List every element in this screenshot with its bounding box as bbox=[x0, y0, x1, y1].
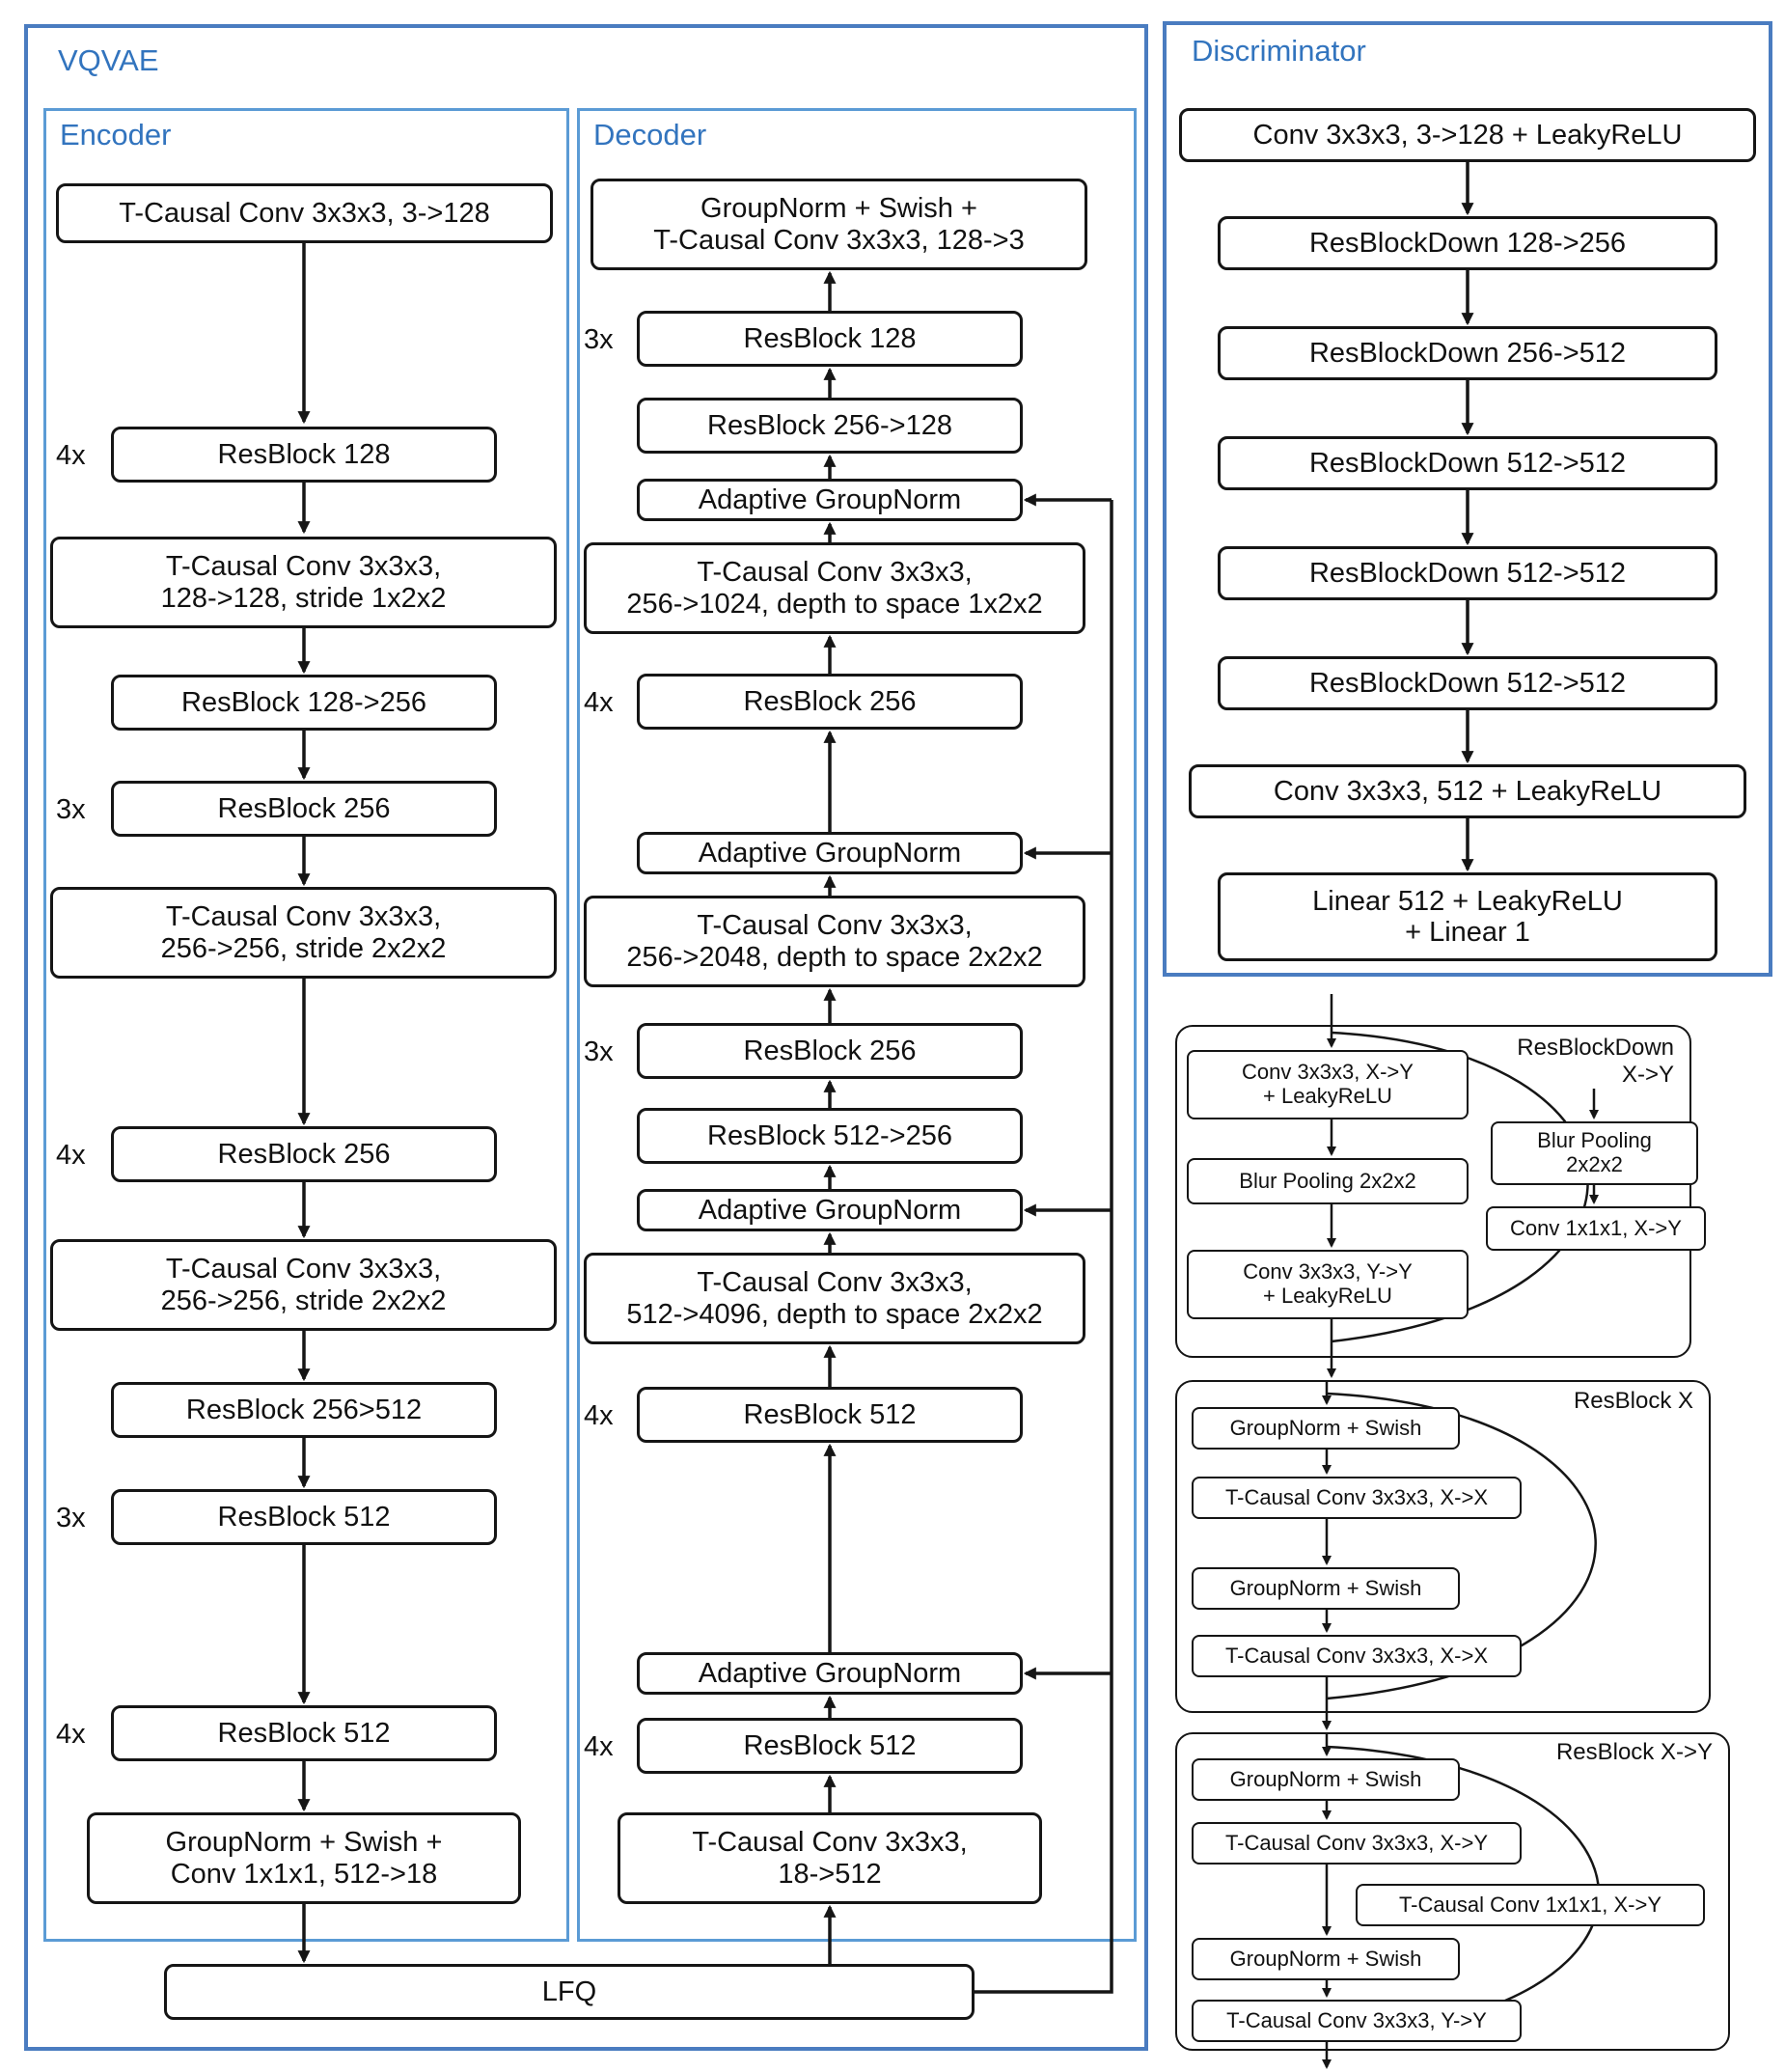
detail-block: GroupNorm + Swish bbox=[1192, 1407, 1460, 1450]
encoder-block: GroupNorm + Swish + Conv 1x1x1, 512->18 bbox=[87, 1812, 521, 1904]
encoder-block: ResBlock 256 bbox=[111, 781, 497, 837]
multiplier-label: 3x bbox=[56, 1503, 86, 1533]
detail-block: T-Causal Conv 3x3x3, Y->Y bbox=[1192, 2000, 1522, 2042]
decoder-block: ResBlock 256 bbox=[637, 674, 1023, 730]
encoder-block: T-Causal Conv 3x3x3, 256->256, stride 2x… bbox=[50, 1239, 557, 1331]
resblock-x-detail-frame bbox=[1175, 1380, 1711, 1713]
decoder-title: Decoder bbox=[593, 118, 707, 152]
detail-block: Blur Pooling 2x2x2 bbox=[1491, 1121, 1698, 1185]
detail-block: Conv 3x3x3, X->Y + LeakyReLU bbox=[1187, 1050, 1469, 1119]
encoder-block: ResBlock 512 bbox=[111, 1705, 497, 1761]
discriminator-block: Linear 512 + LeakyReLU + Linear 1 bbox=[1218, 872, 1717, 961]
resblockdown-detail-frame bbox=[1175, 1025, 1691, 1358]
detail-block: T-Causal Conv 1x1x1, X->Y bbox=[1356, 1884, 1705, 1926]
encoder-block: ResBlock 512 bbox=[111, 1489, 497, 1545]
discriminator-block: ResBlockDown 512->512 bbox=[1218, 546, 1717, 600]
discriminator-block: ResBlockDown 512->512 bbox=[1218, 656, 1717, 710]
discriminator-frame bbox=[1163, 21, 1772, 977]
multiplier-label: 3x bbox=[584, 324, 614, 355]
decoder-block: ResBlock 256 bbox=[637, 1023, 1023, 1079]
discriminator-block: Conv 3x3x3, 3->128 + LeakyReLU bbox=[1179, 108, 1756, 162]
multiplier-label: 4x bbox=[584, 687, 614, 718]
decoder-block: ResBlock 256->128 bbox=[637, 398, 1023, 454]
detail-block: GroupNorm + Swish bbox=[1192, 1758, 1460, 1801]
vqvae-title: VQVAE bbox=[58, 43, 159, 77]
decoder-block: GroupNorm + Swish + T-Causal Conv 3x3x3,… bbox=[590, 179, 1087, 270]
lfq-block: LFQ bbox=[164, 1964, 975, 2020]
decoder-block: ResBlock 512->256 bbox=[637, 1108, 1023, 1164]
multiplier-label: 4x bbox=[56, 1140, 86, 1171]
encoder-block: T-Causal Conv 3x3x3, 256->256, stride 2x… bbox=[50, 887, 557, 979]
encoder-block: T-Causal Conv 3x3x3, 3->128 bbox=[56, 183, 553, 243]
detail-block: T-Causal Conv 3x3x3, X->X bbox=[1192, 1477, 1522, 1519]
encoder-block: ResBlock 128->256 bbox=[111, 675, 497, 731]
encoder-block: ResBlock 256>512 bbox=[111, 1382, 497, 1438]
decoder-frame bbox=[577, 108, 1137, 1942]
decoder-block: T-Causal Conv 3x3x3, 18->512 bbox=[618, 1812, 1042, 1904]
detail-block: Conv 3x3x3, Y->Y + LeakyReLU bbox=[1187, 1250, 1469, 1319]
encoder-frame bbox=[43, 108, 569, 1942]
encoder-block: ResBlock 128 bbox=[111, 427, 497, 483]
detail-block: Blur Pooling 2x2x2 bbox=[1187, 1158, 1469, 1204]
adaptive-groupnorm-block: Adaptive GroupNorm bbox=[637, 832, 1023, 874]
resblock-xy-detail-frame bbox=[1175, 1732, 1730, 2051]
adaptive-groupnorm-block: Adaptive GroupNorm bbox=[637, 1189, 1023, 1231]
detail-block: GroupNorm + Swish bbox=[1192, 1938, 1460, 1980]
multiplier-label: 4x bbox=[584, 1400, 614, 1431]
discriminator-block: Conv 3x3x3, 512 + LeakyReLU bbox=[1189, 764, 1746, 818]
resblock-xy-detail-title: ResBlock X->Y bbox=[1555, 1739, 1713, 1765]
multiplier-label: 4x bbox=[584, 1731, 614, 1762]
decoder-block: T-Causal Conv 3x3x3, 256->1024, depth to… bbox=[584, 542, 1085, 634]
multiplier-label: 3x bbox=[584, 1036, 614, 1067]
detail-block: T-Causal Conv 3x3x3, X->Y bbox=[1192, 1822, 1522, 1865]
encoder-block: T-Causal Conv 3x3x3, 128->128, stride 1x… bbox=[50, 537, 557, 628]
decoder-block: ResBlock 512 bbox=[637, 1387, 1023, 1443]
discriminator-title: Discriminator bbox=[1192, 34, 1366, 68]
detail-block: GroupNorm + Swish bbox=[1192, 1567, 1460, 1610]
encoder-block: ResBlock 256 bbox=[111, 1126, 497, 1182]
decoder-block: T-Causal Conv 3x3x3, 512->4096, depth to… bbox=[584, 1253, 1085, 1344]
discriminator-block: ResBlockDown 256->512 bbox=[1218, 326, 1717, 380]
multiplier-label: 3x bbox=[56, 794, 86, 825]
vqvae-frame bbox=[24, 24, 1148, 2051]
resblock-x-detail-title: ResBlock X bbox=[1573, 1388, 1693, 1414]
multiplier-label: 4x bbox=[56, 1719, 86, 1750]
decoder-block: ResBlock 128 bbox=[637, 311, 1023, 367]
adaptive-groupnorm-block: Adaptive GroupNorm bbox=[637, 479, 1023, 521]
discriminator-block: ResBlockDown 512->512 bbox=[1218, 436, 1717, 490]
multiplier-label: 4x bbox=[56, 440, 86, 471]
detail-block: T-Causal Conv 3x3x3, X->X bbox=[1192, 1635, 1522, 1677]
adaptive-groupnorm-block: Adaptive GroupNorm bbox=[637, 1652, 1023, 1695]
discriminator-block: ResBlockDown 128->256 bbox=[1218, 216, 1717, 270]
decoder-block: ResBlock 512 bbox=[637, 1718, 1023, 1774]
decoder-block: T-Causal Conv 3x3x3, 256->2048, depth to… bbox=[584, 896, 1085, 987]
detail-block: Conv 1x1x1, X->Y bbox=[1486, 1206, 1706, 1251]
encoder-title: Encoder bbox=[60, 118, 172, 152]
